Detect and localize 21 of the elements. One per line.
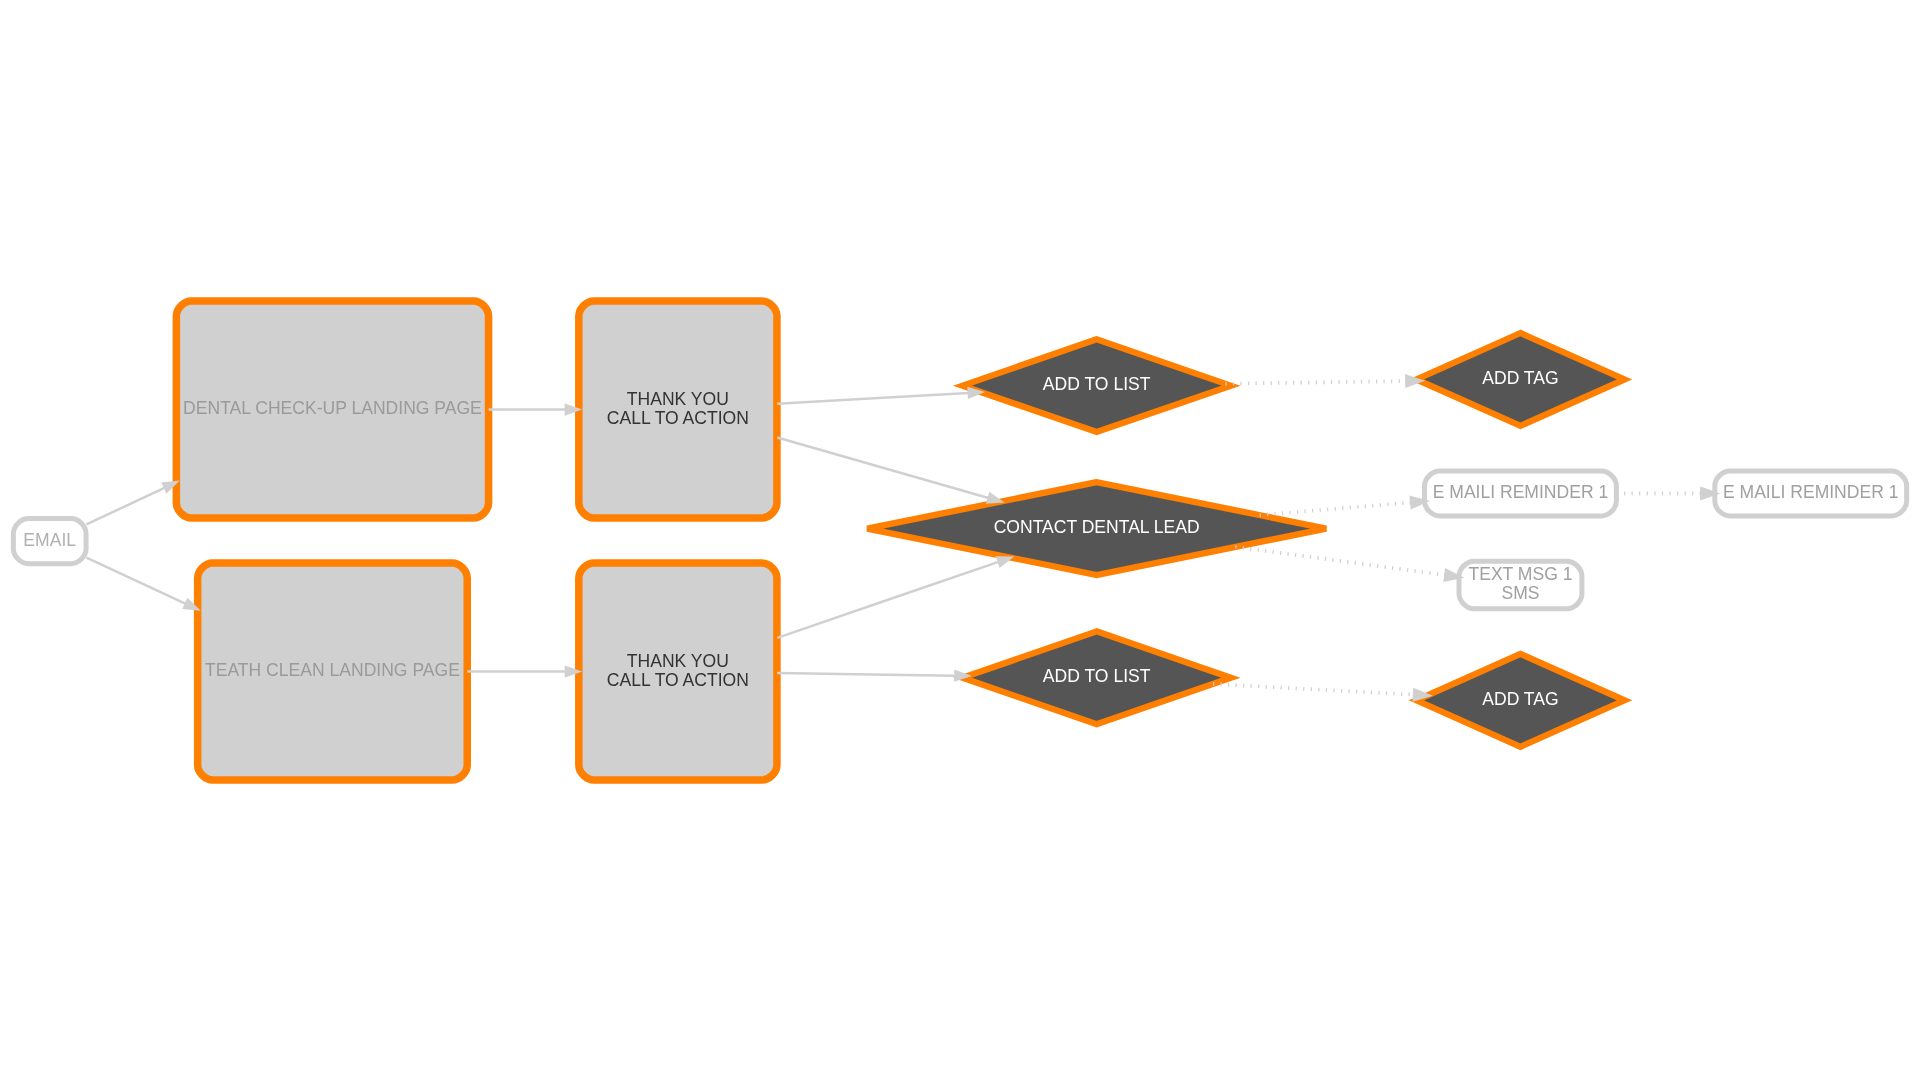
arrow [776, 435, 1005, 504]
arrow [1259, 495, 1431, 517]
node-box: TEXT MSG 1 SMS [1456, 558, 1585, 611]
arrow [1225, 373, 1426, 388]
arrow [467, 664, 583, 678]
node-diamond: ADD TAG [1408, 650, 1633, 750]
node-box: EMAIL [10, 515, 89, 566]
arrow [1235, 544, 1465, 582]
node-diamond: ADD TO LIST [952, 335, 1241, 435]
node-box: E MAILI REMINDER 1 [1422, 467, 1619, 519]
arrow [85, 556, 201, 611]
arrow [488, 402, 583, 416]
node-diamond: CONTACT DENTAL LEAD [864, 478, 1330, 578]
node-box: E MAILI REMINDER 1 [1712, 467, 1910, 519]
node-box: THANK YOU CALL TO ACTION [575, 296, 781, 522]
node-box: THANK YOU CALL TO ACTION [575, 558, 781, 784]
arrow [777, 669, 972, 682]
arrow [777, 386, 986, 405]
arrow [776, 555, 1015, 639]
arrow [1212, 681, 1433, 702]
arrow [85, 480, 180, 526]
